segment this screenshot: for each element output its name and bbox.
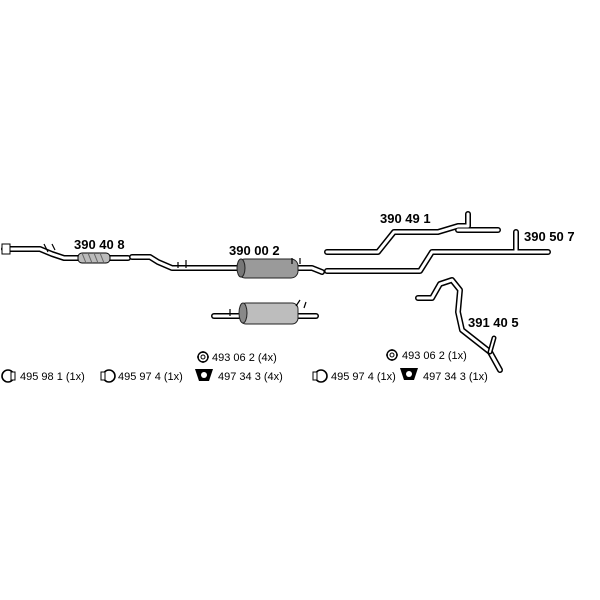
clamp-icon <box>312 369 328 383</box>
center-muffler-part-number: 390 00 2 <box>229 243 280 258</box>
rear-pipe-upper-part-number: 390 49 1 <box>380 211 431 226</box>
rubber-mount-icon <box>386 349 398 361</box>
clamp-icon <box>100 369 116 383</box>
tail-pipe-drawing <box>415 277 503 373</box>
hanger-bracket-icon <box>400 368 418 380</box>
rear-pipe-upper-drawing <box>324 211 501 255</box>
hanger-1-top-label: 493 06 2 (4x) <box>212 352 277 364</box>
front-pipe-drawing <box>1 243 131 264</box>
rear-pipe-lower-part-number: 390 50 7 <box>524 229 575 244</box>
hanger-2-bottom-label: 497 34 3 (1x) <box>423 371 488 383</box>
front-pipe-part-number: 390 40 8 <box>74 237 125 252</box>
hanger-bracket-icon <box>195 369 213 381</box>
alt-muffler-drawing <box>211 299 319 325</box>
clamp-1-label: 495 98 1 (1x) <box>20 371 85 383</box>
clamp-2-label: 495 97 4 (1x) <box>118 371 183 383</box>
clamp-3-label: 495 97 4 (1x) <box>331 371 396 383</box>
tail-pipe-part-number: 391 40 5 <box>468 315 519 330</box>
hanger-1-bottom-label: 497 34 3 (4x) <box>218 371 283 383</box>
clamp-icon <box>1 369 16 383</box>
rubber-mount-icon <box>197 351 209 363</box>
rear-pipe-lower-drawing <box>324 229 551 274</box>
hanger-2-top-label: 493 06 2 (1x) <box>402 350 467 362</box>
center-muffler-drawing <box>129 254 325 279</box>
